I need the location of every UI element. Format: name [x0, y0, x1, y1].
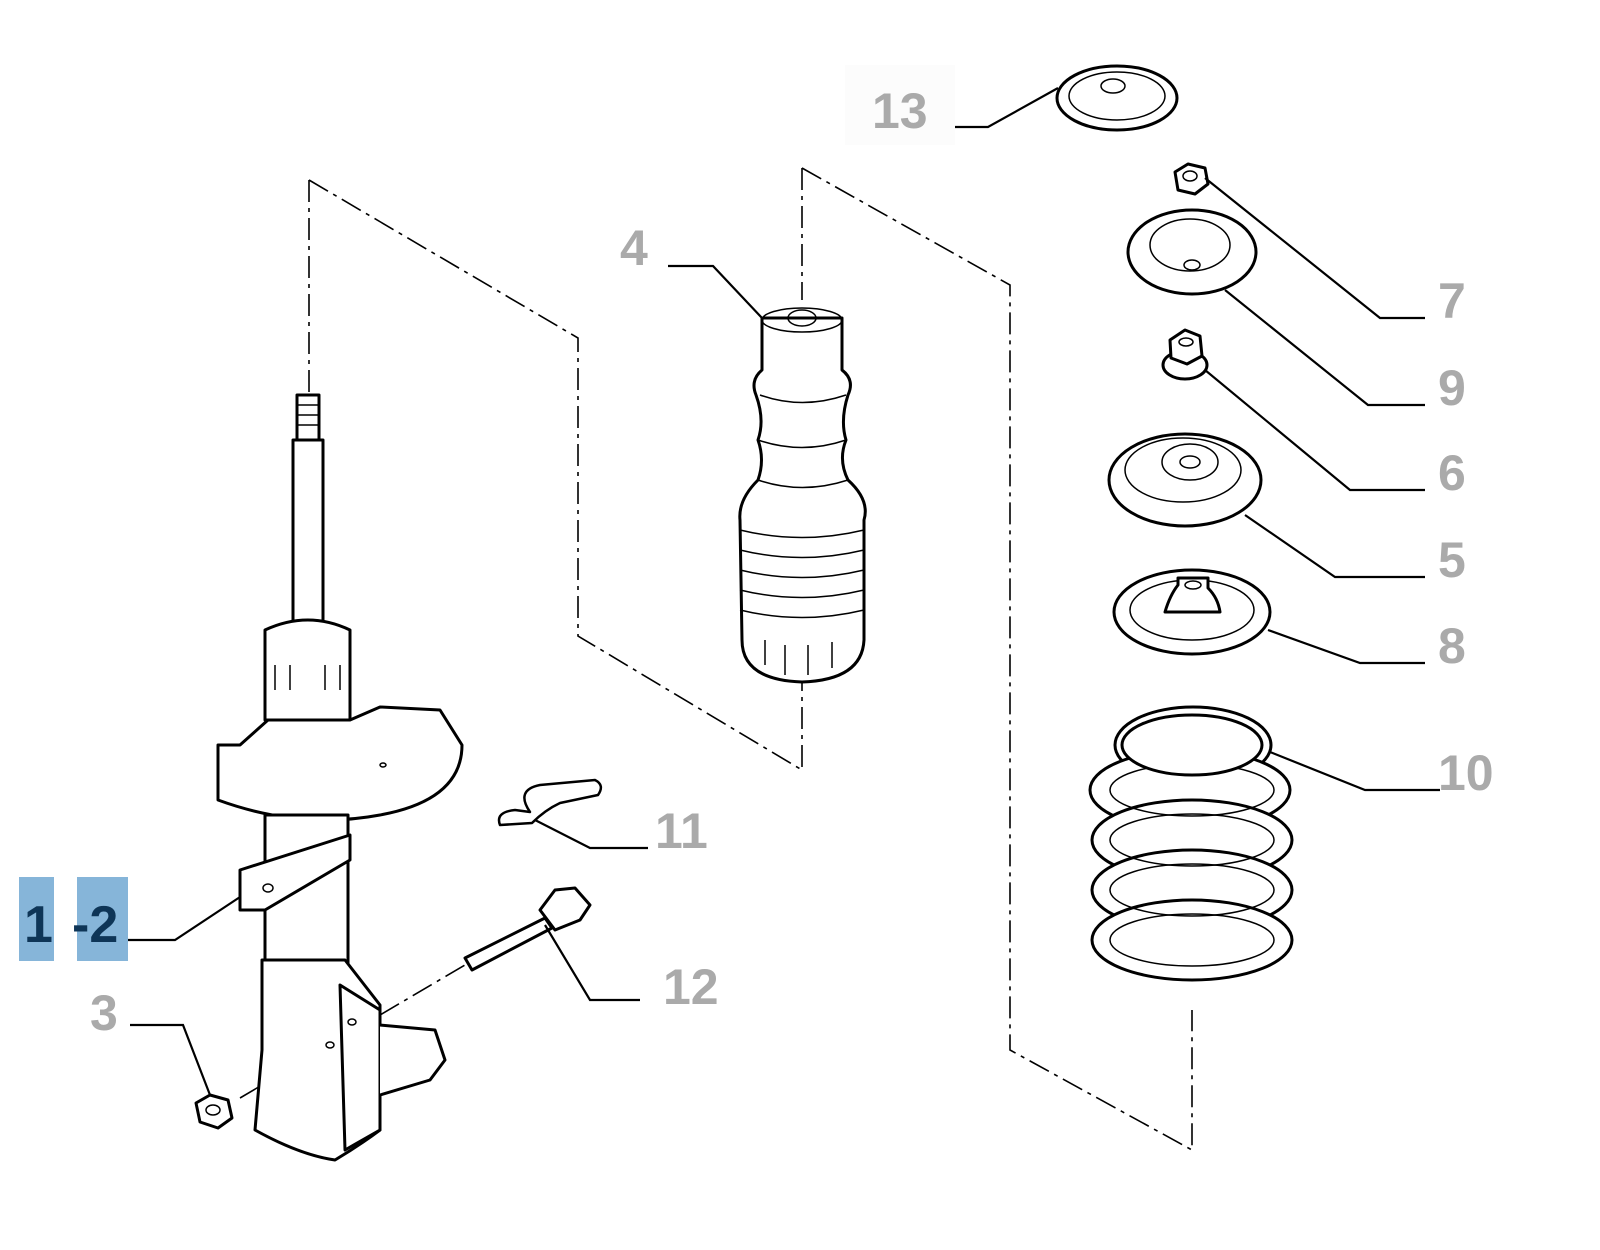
label-6[interactable]: 6	[1438, 445, 1466, 501]
label-8[interactable]: 8	[1438, 618, 1466, 674]
part-6-flange-nut[interactable]	[1161, 328, 1209, 381]
label-12[interactable]: 12	[663, 959, 719, 1015]
part-labels: 13 4 7 9 6 5 8 10 11 12 3 1 -2	[19, 65, 1494, 1041]
label-11[interactable]: 11	[655, 803, 708, 859]
label-10[interactable]: 10	[1438, 745, 1494, 801]
part-7-nut[interactable]	[1173, 162, 1210, 196]
part-5-strut-bearing[interactable]	[1107, 432, 1263, 528]
highlight-box-2	[77, 877, 128, 961]
part-13-cap[interactable]	[1055, 64, 1179, 132]
part-8-spring-seat[interactable]	[1112, 568, 1272, 656]
part-1-2-strut-assembly[interactable]	[216, 393, 464, 1162]
label-7[interactable]: 7	[1438, 273, 1466, 329]
part-3-nut[interactable]	[194, 1093, 234, 1130]
label-13[interactable]: 13	[872, 83, 928, 139]
part-9-upper-mount[interactable]	[1126, 208, 1258, 296]
label-2-highlighted[interactable]: -2	[72, 896, 118, 954]
label-4[interactable]: 4	[620, 220, 648, 276]
part-12-bolt[interactable]	[463, 886, 592, 972]
part-11-clip[interactable]	[497, 778, 603, 827]
label-1-highlighted[interactable]: 1	[24, 896, 53, 954]
leader-lines	[128, 87, 1440, 1096]
highlight-box-1	[19, 877, 54, 961]
part-4-dust-boot[interactable]	[738, 307, 867, 684]
label-9[interactable]: 9	[1438, 360, 1466, 416]
label-3[interactable]: 3	[90, 985, 118, 1041]
label-5[interactable]: 5	[1438, 532, 1466, 588]
part-10-coil-spring[interactable]	[1088, 705, 1294, 982]
